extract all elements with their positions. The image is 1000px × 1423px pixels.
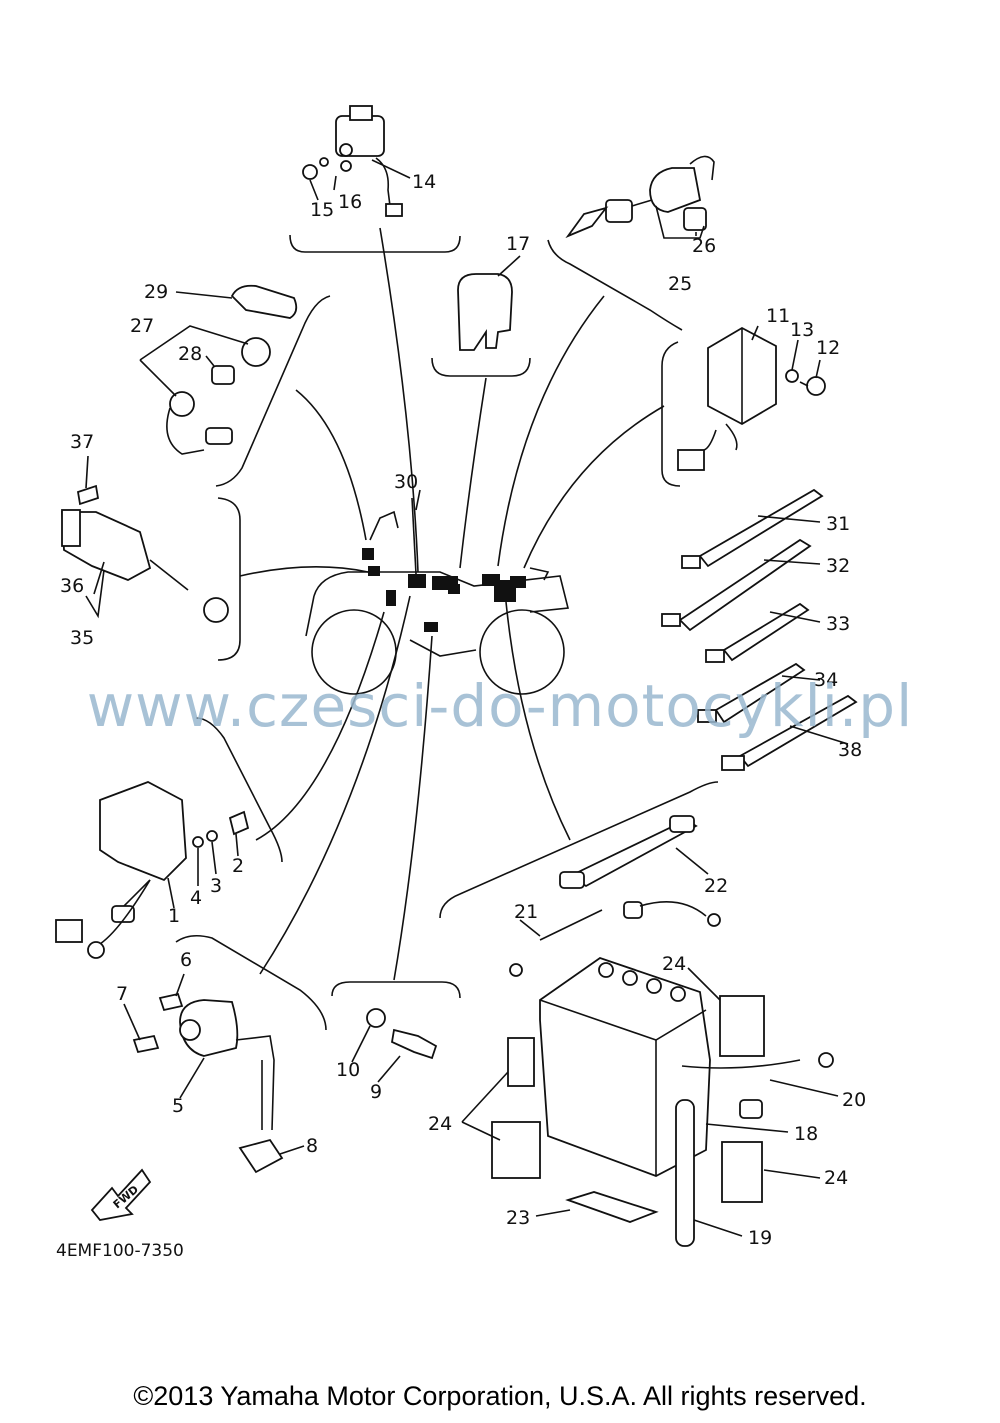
callout-1: 1 [168, 905, 180, 927]
callout-33: 33 [826, 613, 850, 635]
callout-24-b: 24 [428, 1113, 452, 1135]
callout-10: 10 [336, 1059, 360, 1081]
callout-3: 3 [210, 875, 222, 897]
callout-7: 7 [116, 983, 128, 1005]
fwd-arrow-icon: FWD [90, 1168, 152, 1221]
callout-18: 18 [794, 1123, 818, 1145]
callout-24-c: 24 [824, 1167, 848, 1189]
callout-2: 2 [232, 855, 244, 877]
callout-16: 16 [338, 191, 362, 213]
part-14-relay [302, 105, 403, 217]
callout-labels: 1 2 3 4 5 6 7 8 9 10 11 12 13 14 15 16 1… [60, 171, 866, 1249]
callout-35: 35 [70, 627, 94, 649]
callout-36: 36 [60, 575, 84, 597]
callout-30: 30 [394, 471, 418, 493]
callout-11: 11 [766, 305, 790, 327]
callout-20: 20 [842, 1089, 866, 1111]
part-27-sensor [166, 284, 298, 455]
part-18-battery [491, 815, 834, 1247]
callout-19: 19 [748, 1227, 772, 1249]
callout-32: 32 [826, 555, 850, 577]
callout-15: 15 [310, 199, 334, 221]
callout-34: 34 [814, 669, 838, 691]
callout-23: 23 [506, 1207, 530, 1229]
callout-9: 9 [370, 1081, 382, 1103]
callout-25: 25 [668, 273, 692, 295]
leader-lines [239, 227, 665, 981]
part-1-cdi-unit [55, 781, 250, 959]
part-17-cover [457, 273, 513, 351]
callout-31: 31 [826, 513, 850, 535]
callout-38: 38 [838, 739, 862, 761]
part-25-relay [565, 155, 715, 239]
callout-12: 12 [816, 337, 840, 359]
callout-28: 28 [178, 343, 202, 365]
part-35-switch [61, 484, 229, 623]
callout-14: 14 [412, 171, 436, 193]
callout-6: 6 [180, 949, 192, 971]
part-31-38-cable-ties [661, 488, 858, 771]
callout-29: 29 [144, 281, 168, 303]
group-brackets [175, 234, 719, 1031]
callout-5: 5 [172, 1095, 184, 1117]
callout-27: 27 [130, 315, 154, 337]
callout-37: 37 [70, 431, 94, 453]
part-9-10-switch [366, 1008, 438, 1060]
callout-24-a: 24 [662, 953, 686, 975]
watermark-text[interactable]: www.czesci-do-motocykli.pl [86, 672, 914, 740]
callout-26: 26 [692, 235, 716, 257]
callout-13: 13 [790, 319, 814, 341]
diagram-code: 4EMF100-7350 [56, 1241, 184, 1261]
copyright-text: ©2013 Yamaha Motor Corporation, U.S.A. A… [133, 1381, 867, 1411]
callout-22: 22 [704, 875, 728, 897]
part-5-ignition-coil [132, 992, 284, 1174]
callout-8: 8 [306, 1135, 318, 1157]
callout-4: 4 [190, 887, 202, 909]
part-11-regulator [677, 326, 826, 471]
callout-21: 21 [514, 901, 538, 923]
vehicle-outline [305, 510, 569, 695]
callout-leaders [85, 159, 849, 1237]
callout-17: 17 [506, 233, 530, 255]
